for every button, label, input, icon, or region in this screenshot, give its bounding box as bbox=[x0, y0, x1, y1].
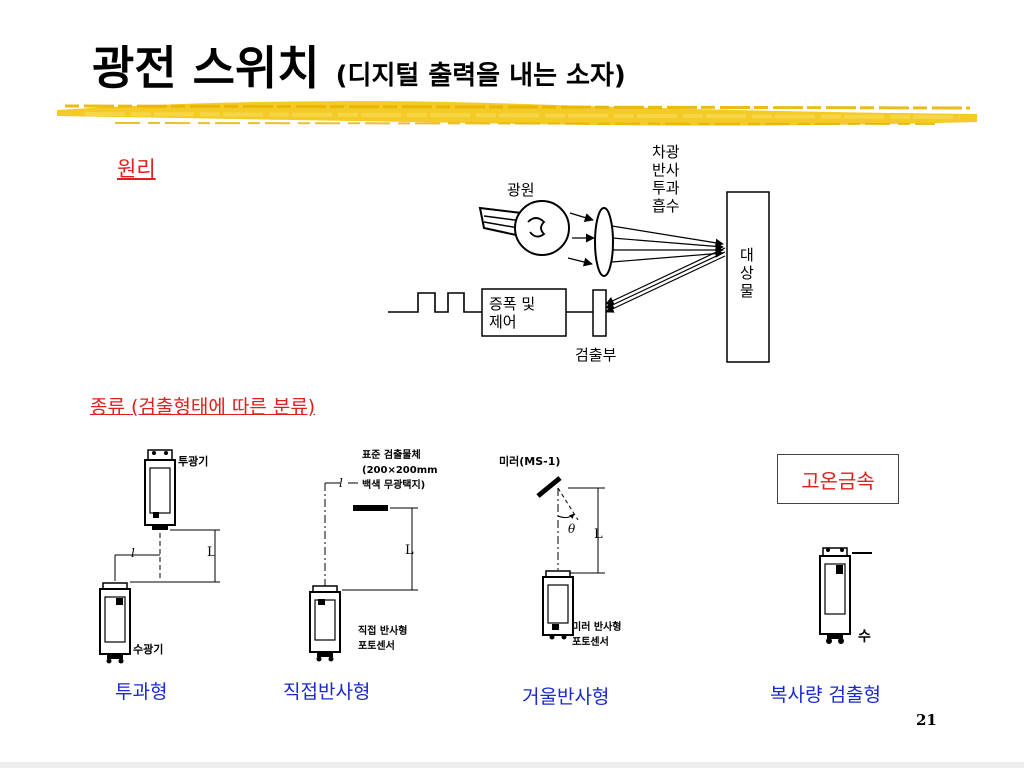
through-beam-caption: 투과형 bbox=[115, 681, 168, 703]
slide-title: 광전 스위치 (디지털 출력을 내는 소자) bbox=[92, 32, 626, 98]
square-wave-signal bbox=[388, 292, 482, 313]
page-number: 21 bbox=[916, 711, 937, 729]
retro-caption: 거울반사형 bbox=[522, 686, 610, 708]
detector-element bbox=[592, 289, 607, 337]
radiation-caption: 복사량 검출형 bbox=[770, 684, 881, 706]
target-note-2: (200×200mm bbox=[362, 465, 438, 476]
title-underline-brush bbox=[57, 101, 977, 126]
blocking-label-1: 차광 bbox=[652, 143, 680, 161]
principle-diagram bbox=[388, 191, 770, 363]
retro-sensor-label-1: 미러 반사형 bbox=[572, 622, 622, 633]
emitter-sensor-icon bbox=[144, 449, 176, 530]
receiver-label: 수광기 bbox=[133, 643, 164, 656]
target-note-3: 백색 무광택지) bbox=[362, 480, 426, 491]
light-source-label: 광원 bbox=[507, 181, 535, 199]
retro-reflective-diagram bbox=[536, 476, 605, 640]
retro-sensor-label-2: 포토센서 bbox=[572, 637, 609, 648]
target-note-1: 표준 검출물체 bbox=[362, 450, 421, 461]
amplifier-box bbox=[481, 288, 567, 337]
through-beam-diagram bbox=[99, 449, 220, 664]
standard-target bbox=[353, 505, 388, 511]
diffuse-dim-l: l bbox=[339, 476, 343, 490]
mirror-label: 미러(MS-1) bbox=[499, 455, 561, 468]
diffuse-dim-L: L bbox=[405, 543, 414, 558]
through-dim-l: l bbox=[131, 546, 135, 560]
retro-angle: θ bbox=[568, 522, 576, 536]
lamp-icon bbox=[478, 200, 570, 256]
detector-label: 검출부 bbox=[575, 346, 617, 364]
radiation-detector-diagram bbox=[819, 547, 872, 644]
diffuse-sensor-icon bbox=[309, 585, 341, 662]
amplifier-label-2: 제어 bbox=[489, 313, 517, 331]
radiation-receiver-label: 수 bbox=[858, 629, 871, 645]
lens-icon bbox=[594, 207, 614, 277]
diffuse-caption: 직접반사형 bbox=[283, 681, 371, 703]
blocking-label-2: 반사 bbox=[652, 161, 680, 179]
hot-metal-box: 고온금속 bbox=[777, 454, 899, 504]
principle-heading: 원리 bbox=[117, 157, 156, 181]
through-dim-L: L bbox=[207, 545, 216, 560]
bottom-bar bbox=[0, 762, 1024, 768]
retro-sensor-icon bbox=[542, 570, 574, 640]
diffuse-sensor-label-2: 포토센서 bbox=[358, 641, 395, 652]
blocking-label-4: 흡수 bbox=[652, 197, 680, 215]
mirror-icon bbox=[536, 476, 562, 498]
emitter-label: 투광기 bbox=[178, 455, 209, 468]
object-label-1: 대 bbox=[740, 246, 754, 264]
blocking-label-3: 투과 bbox=[652, 179, 680, 197]
retro-dim-L: L bbox=[594, 527, 603, 542]
object-label-3: 물 bbox=[740, 282, 754, 300]
title-main: 광전 스위치 bbox=[92, 41, 320, 95]
types-heading: 종류 (검출형태에 따른 분류) bbox=[90, 396, 316, 418]
diffuse-sensor-label-1: 직접 반사형 bbox=[358, 626, 408, 637]
amplifier-label-1: 증폭 및 bbox=[489, 295, 536, 313]
radiation-sensor-icon bbox=[819, 547, 851, 644]
object-box bbox=[726, 191, 770, 363]
receiver-sensor-icon bbox=[99, 582, 131, 664]
object-label-2: 상 bbox=[740, 264, 754, 282]
diffuse-reflective-diagram bbox=[309, 482, 418, 662]
title-subtitle: (디지털 출력을 내는 소자) bbox=[335, 61, 626, 91]
